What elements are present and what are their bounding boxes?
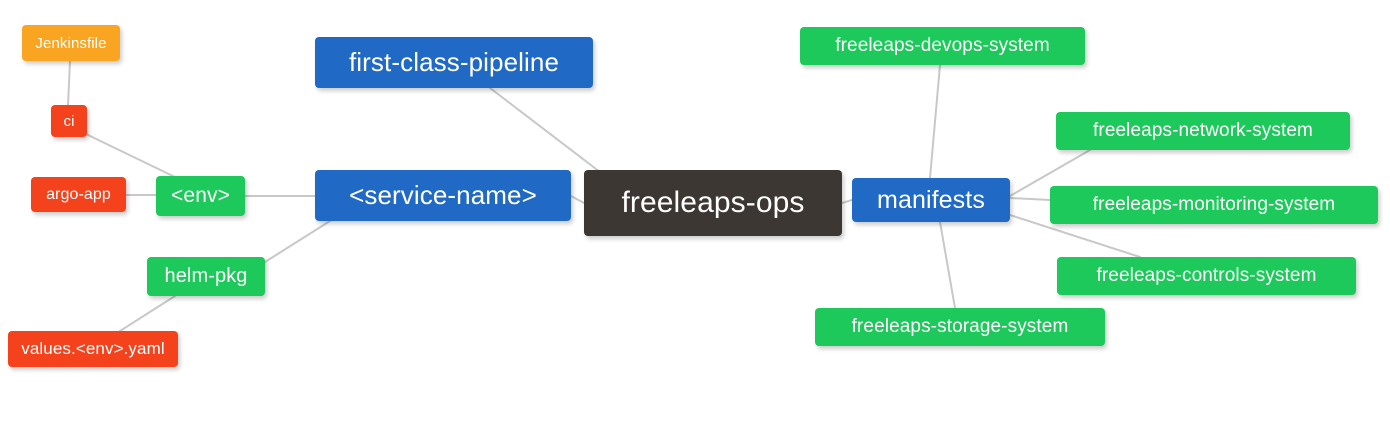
edge-service-name-to-helm-pkg bbox=[264, 220, 331, 263]
node-controls[interactable]: freeleaps-controls-system bbox=[1057, 257, 1356, 295]
node-first-class[interactable]: first-class-pipeline bbox=[315, 37, 593, 88]
node-values-yaml[interactable]: values.<env>.yaml bbox=[8, 331, 178, 367]
node-network[interactable]: freeleaps-network-system bbox=[1056, 112, 1350, 150]
edge-root-to-first-class bbox=[489, 87, 601, 173]
edge-helm-pkg-to-values-yaml bbox=[119, 295, 176, 332]
node-devops[interactable]: freeleaps-devops-system bbox=[800, 27, 1085, 65]
edge-root-to-manifests bbox=[841, 199, 853, 204]
node-service-name[interactable]: <service-name> bbox=[315, 170, 571, 221]
node-monitoring[interactable]: freeleaps-monitoring-system bbox=[1050, 186, 1378, 224]
edge-root-to-service-name bbox=[570, 195, 585, 204]
edge-manifests-to-monitoring bbox=[1009, 197, 1051, 201]
edge-manifests-to-storage bbox=[939, 221, 956, 309]
node-ci[interactable]: ci bbox=[51, 105, 87, 137]
edge-manifests-to-network bbox=[1009, 149, 1091, 197]
node-helm-pkg[interactable]: helm-pkg bbox=[147, 257, 265, 296]
edge-manifests-to-controls bbox=[1009, 214, 1141, 258]
node-storage[interactable]: freeleaps-storage-system bbox=[815, 308, 1105, 346]
node-root[interactable]: freeleaps-ops bbox=[584, 170, 842, 236]
node-env[interactable]: <env> bbox=[156, 176, 245, 216]
edge-manifests-to-devops bbox=[929, 64, 941, 179]
node-argo-app[interactable]: argo-app bbox=[31, 177, 126, 212]
node-manifests[interactable]: manifests bbox=[852, 178, 1010, 222]
node-jenkinsfile[interactable]: Jenkinsfile bbox=[22, 25, 120, 61]
edge-ci-to-jenkinsfile bbox=[67, 60, 71, 106]
edge-env-to-ci bbox=[85, 133, 178, 179]
